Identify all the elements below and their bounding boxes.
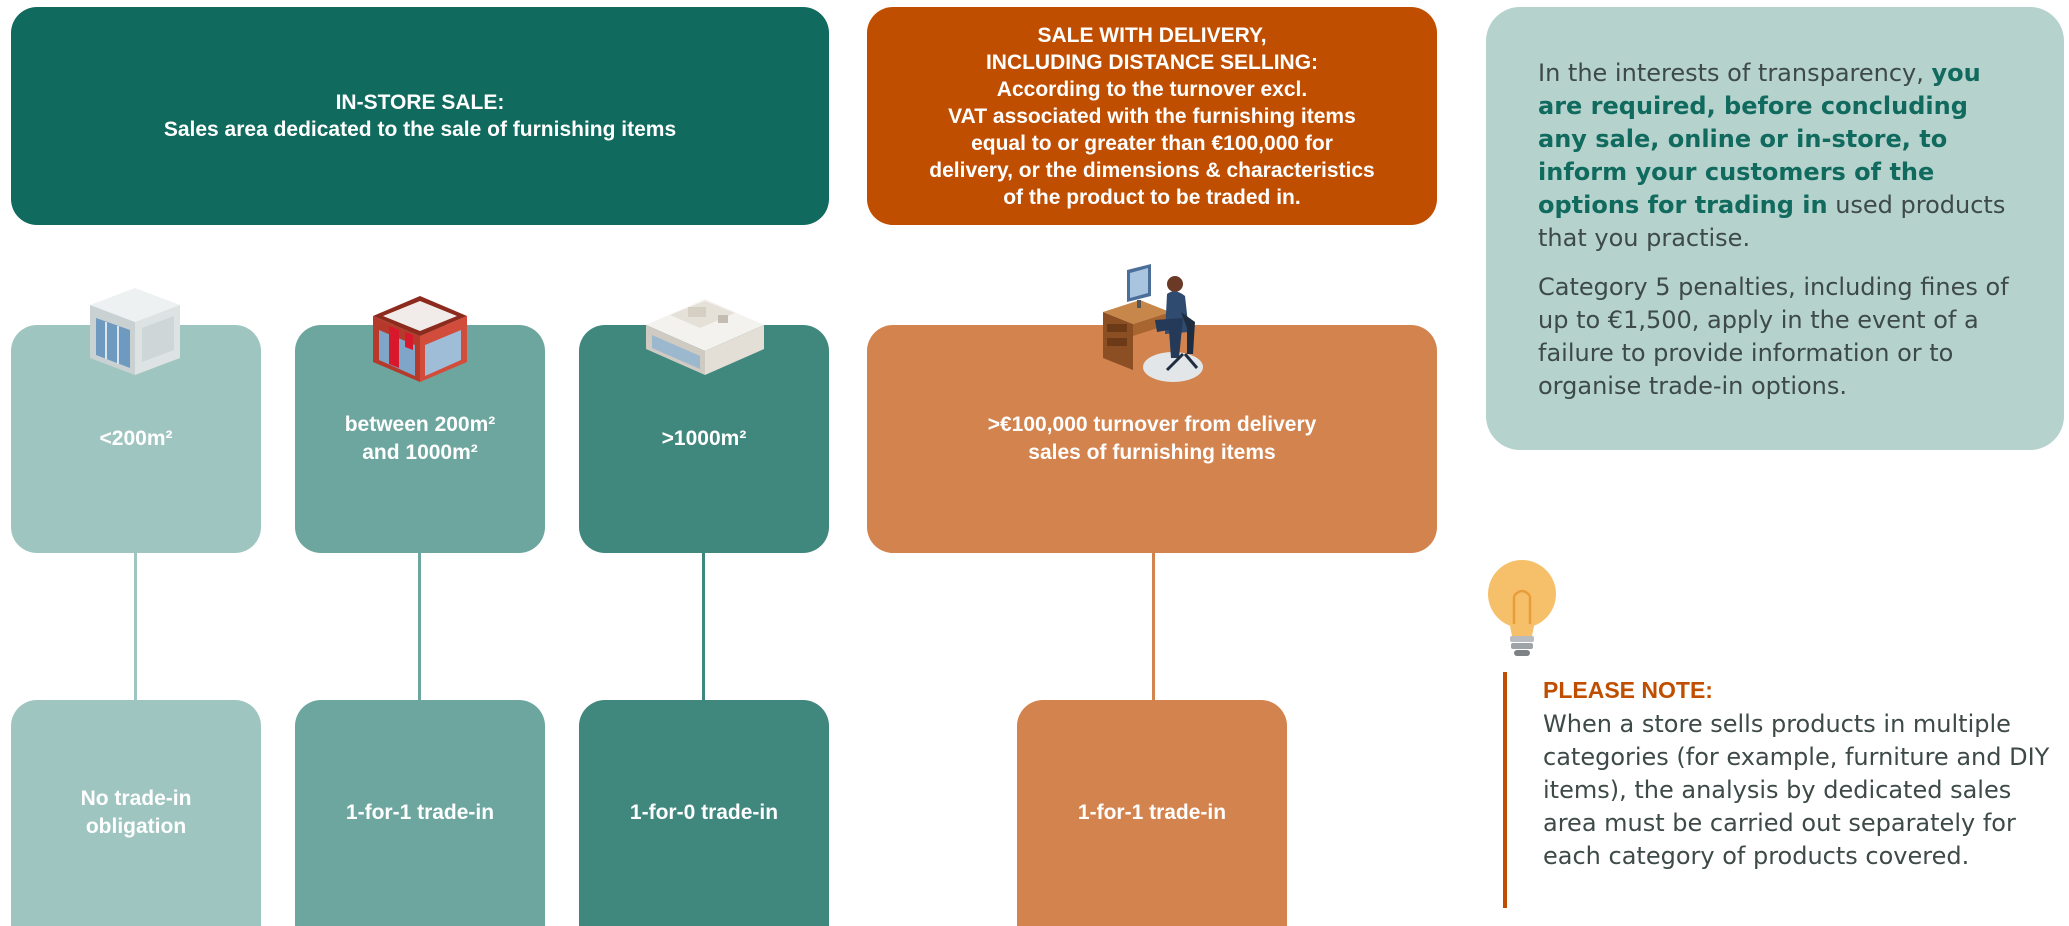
connector-medium	[418, 553, 421, 700]
transparency-info-card: In the interests of transparency, you ar…	[1486, 7, 2064, 450]
transparency-paragraph: In the interests of transparency, you ar…	[1538, 57, 2024, 255]
medium-store-icon	[373, 296, 467, 382]
transparency-requirement: you are required, before concluding any …	[1538, 59, 1981, 219]
transparency-intro: In the interests of transparency,	[1538, 59, 1924, 87]
lightbulb-icon	[1488, 560, 1556, 656]
note-text: When a store sells products in multiple …	[1543, 710, 2050, 870]
result-large-store: 1-for-0 trade-in	[579, 700, 829, 926]
delivery-header: SALE WITH DELIVERY, INCLUDING DISTANCE S…	[867, 7, 1437, 225]
result-delivery: 1-for-1 trade-in	[1017, 700, 1287, 926]
transparency-end: used products that you practise.	[1538, 191, 2006, 252]
in-store-header: IN-STORE SALE: Sales area dedicated to t…	[11, 7, 829, 225]
office-worker-icon	[1103, 264, 1203, 382]
connector-small	[134, 553, 137, 700]
connector-large	[702, 553, 705, 700]
result-medium-store: 1-for-1 trade-in	[295, 700, 545, 926]
large-store-icon	[646, 299, 764, 375]
note-title: PLEASE NOTE:	[1543, 677, 1713, 703]
penalties-paragraph: Category 5 penalties, including fines of…	[1538, 273, 2009, 400]
connector-delivery	[1152, 553, 1155, 700]
please-note: PLEASE NOTE: When a store sells products…	[1503, 672, 2063, 908]
result-small-store: No trade-in obligation	[11, 700, 261, 926]
small-store-icon	[90, 288, 180, 375]
